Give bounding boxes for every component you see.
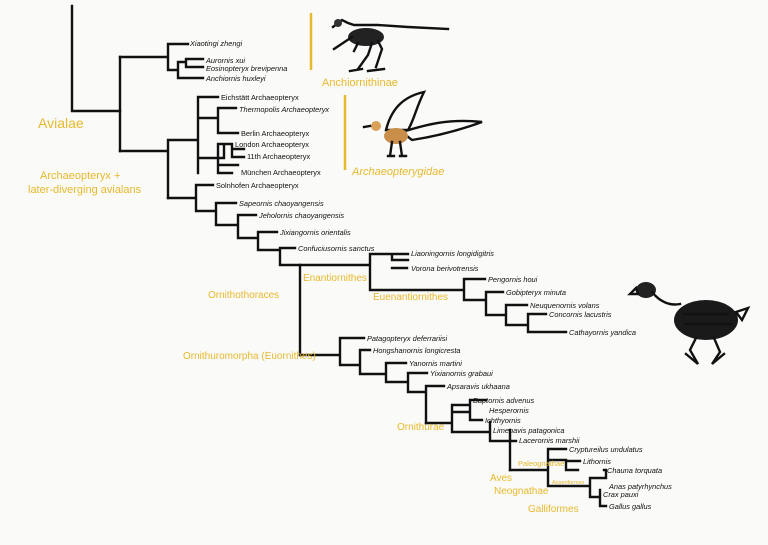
taxon-label: Gobipteryx minuta	[506, 288, 566, 297]
branch-aves	[508, 447, 608, 508]
clade-label-ornithuromorpha: Ornithuromorpha (Euornithes)	[183, 351, 316, 362]
taxon-label: Apsaravis ukhaana	[446, 382, 510, 391]
taxon-label: Aurornis xui	[205, 56, 245, 65]
branch-ornithothoraces	[298, 252, 568, 357]
anchiornis-skeleton-icon	[331, 18, 450, 73]
taxon-label: Solnhofen Archaeopteryx	[216, 181, 299, 190]
taxon-label: Jeholornis chaoyangensis	[258, 211, 344, 220]
taxon-label: Sapeornis chaoyangensis	[239, 199, 324, 208]
taxon-label: Vorona berivotrensis	[411, 264, 479, 273]
taxon-label: Hongshanornis longicresta	[373, 346, 461, 355]
taxon-label: Cathayornis yandica	[569, 328, 636, 337]
taxon-label: Anchiornis huxleyi	[205, 74, 266, 83]
taxon-label: Eichstätt Archaeopteryx	[221, 93, 299, 102]
taxon-label: Crax pauxi	[603, 490, 639, 499]
clade-label-archaeopterygidae: Archaeopterygidae	[351, 166, 444, 178]
clade-label-archaeopteryx-plus: Archaeopteryx +	[40, 170, 120, 182]
branch-solnhofen	[166, 183, 302, 267]
branch-archaeopteryx-plus	[118, 95, 246, 200]
taxon-label: Ichthyornis	[485, 416, 521, 425]
clade-label-paleognathae: Paleognathae	[518, 459, 564, 468]
branch-ornithurae	[424, 398, 518, 472]
clade-labels: Avialae Archaeopteryx + later-diverging …	[28, 13, 585, 515]
clade-label-archaeopteryx-plus: later-diverging avialans	[28, 184, 142, 196]
taxon-label: Confuciusornis sanctus	[298, 244, 375, 253]
clade-label-aves: Aves	[490, 473, 512, 484]
taxon-label: Thermopolis Archaeopteryx	[239, 105, 329, 114]
taxon-label: Yixianornis grabaui	[430, 369, 493, 378]
taxon-label: Hesperornis	[489, 406, 529, 415]
taxon-label: München Archaeopteryx	[241, 168, 321, 177]
branch-anchiornithinae	[118, 42, 205, 80]
taxon-label: Concornis lacustris	[549, 310, 612, 319]
archaeopteryx-reconstruction-icon	[362, 90, 483, 158]
taxon-label: Xiaotingi zhengi	[189, 39, 243, 48]
clade-label-ornithurae: Ornithurae	[397, 422, 445, 433]
taxon-label: Gallus gallus	[609, 502, 652, 511]
taxon-label: Pengornis houi	[488, 275, 538, 284]
tree-branches	[70, 4, 608, 508]
taxon-label: Jixiangornis orientalis	[279, 228, 351, 237]
root-stem	[70, 4, 122, 113]
taxon-label: Cryptureilus undulatus	[569, 445, 643, 454]
clade-label-anseriformes: Anseriformes	[552, 480, 585, 486]
taxon-label: London Archaeopteryx	[235, 140, 309, 149]
taxon-label: Neuquenornis volans	[530, 301, 600, 310]
taxon-label: Eosinopteryx brevipenna	[206, 64, 287, 73]
taxon-label: Lithornis	[583, 457, 611, 466]
clade-label-neognathae: Neognathae	[494, 486, 549, 497]
branch-ornithuromorpha	[298, 336, 446, 425]
clade-label-galliformes: Galliformes	[528, 504, 579, 515]
taxon-label: Liaoningornis longidigitris	[411, 249, 494, 258]
clade-label-avialae: Avialae	[38, 115, 84, 131]
clade-label-enantiornithes: Enantiornithes	[303, 273, 367, 284]
clade-label-ornithothoraces: Ornithothoraces	[208, 290, 279, 301]
taxon-label: 11th Archaeopteryx	[247, 152, 310, 161]
taxon-labels: Xiaotingi zhengi Aurornis xui Eosinopter…	[189, 39, 672, 511]
taxon-label: Chauna torquata	[607, 466, 662, 475]
taxon-label: Limenavis patagonica	[493, 426, 565, 435]
bird-skeleton-icon	[627, 282, 751, 365]
taxon-label: Yanornis martini	[409, 359, 462, 368]
taxon-label: Anas patyrhynchus	[608, 482, 672, 491]
clade-label-anchiornithinae: Anchiornithinae	[322, 77, 398, 89]
clade-label-euenantiornithes: Euenantiornithes	[373, 292, 448, 303]
taxon-label: Baptornis advenus	[473, 396, 535, 405]
taxon-label: Lacerornis marshii	[519, 436, 580, 445]
taxon-label: Berlin Archaeopteryx	[241, 129, 309, 138]
taxon-label: Patagopteryx deferrariisi	[367, 334, 447, 343]
